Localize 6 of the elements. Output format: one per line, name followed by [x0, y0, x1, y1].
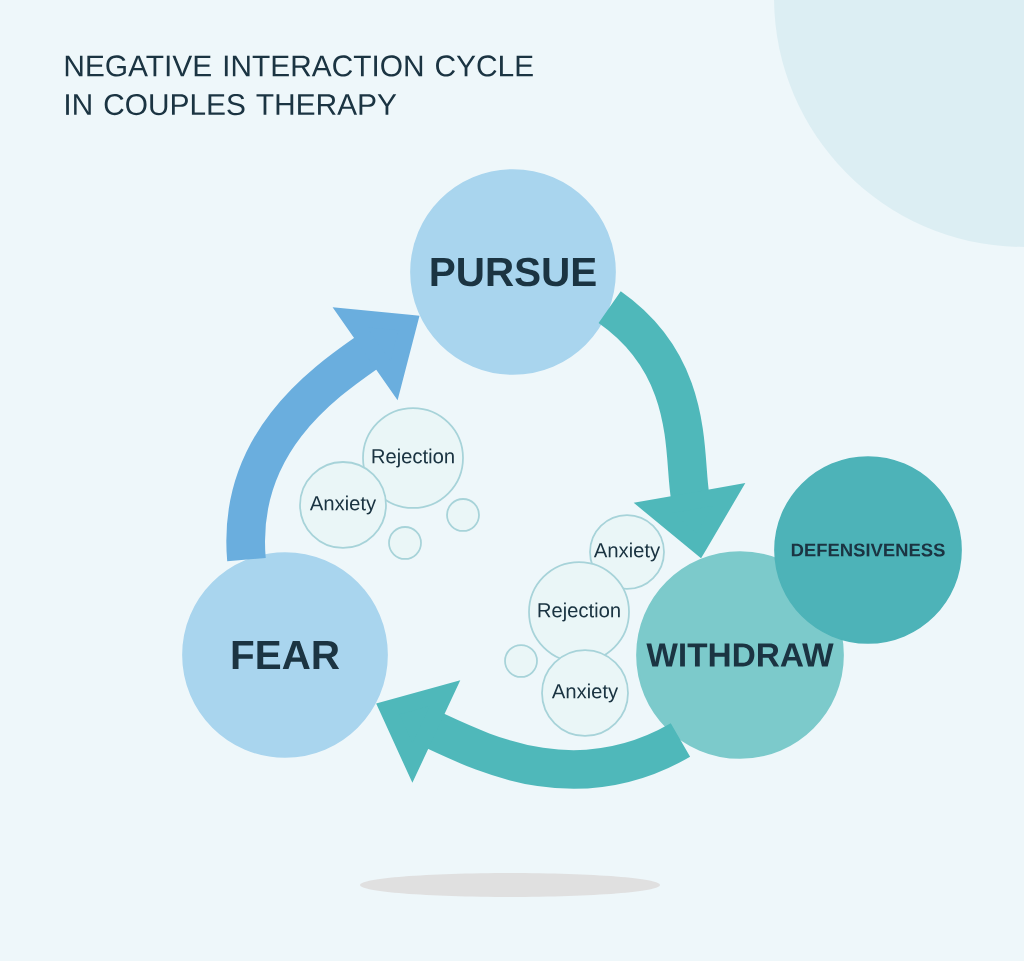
small-bubble: [388, 526, 422, 560]
title: NEGATIVE INTERACTION CYCLE IN COUPLES THERAPY: [65, 55, 533, 116]
small-bubble: [446, 498, 480, 532]
feeling-bubble: Rejection: [528, 561, 630, 663]
feeling-bubble: Anxiety: [541, 649, 629, 737]
small-bubble: [504, 644, 538, 678]
